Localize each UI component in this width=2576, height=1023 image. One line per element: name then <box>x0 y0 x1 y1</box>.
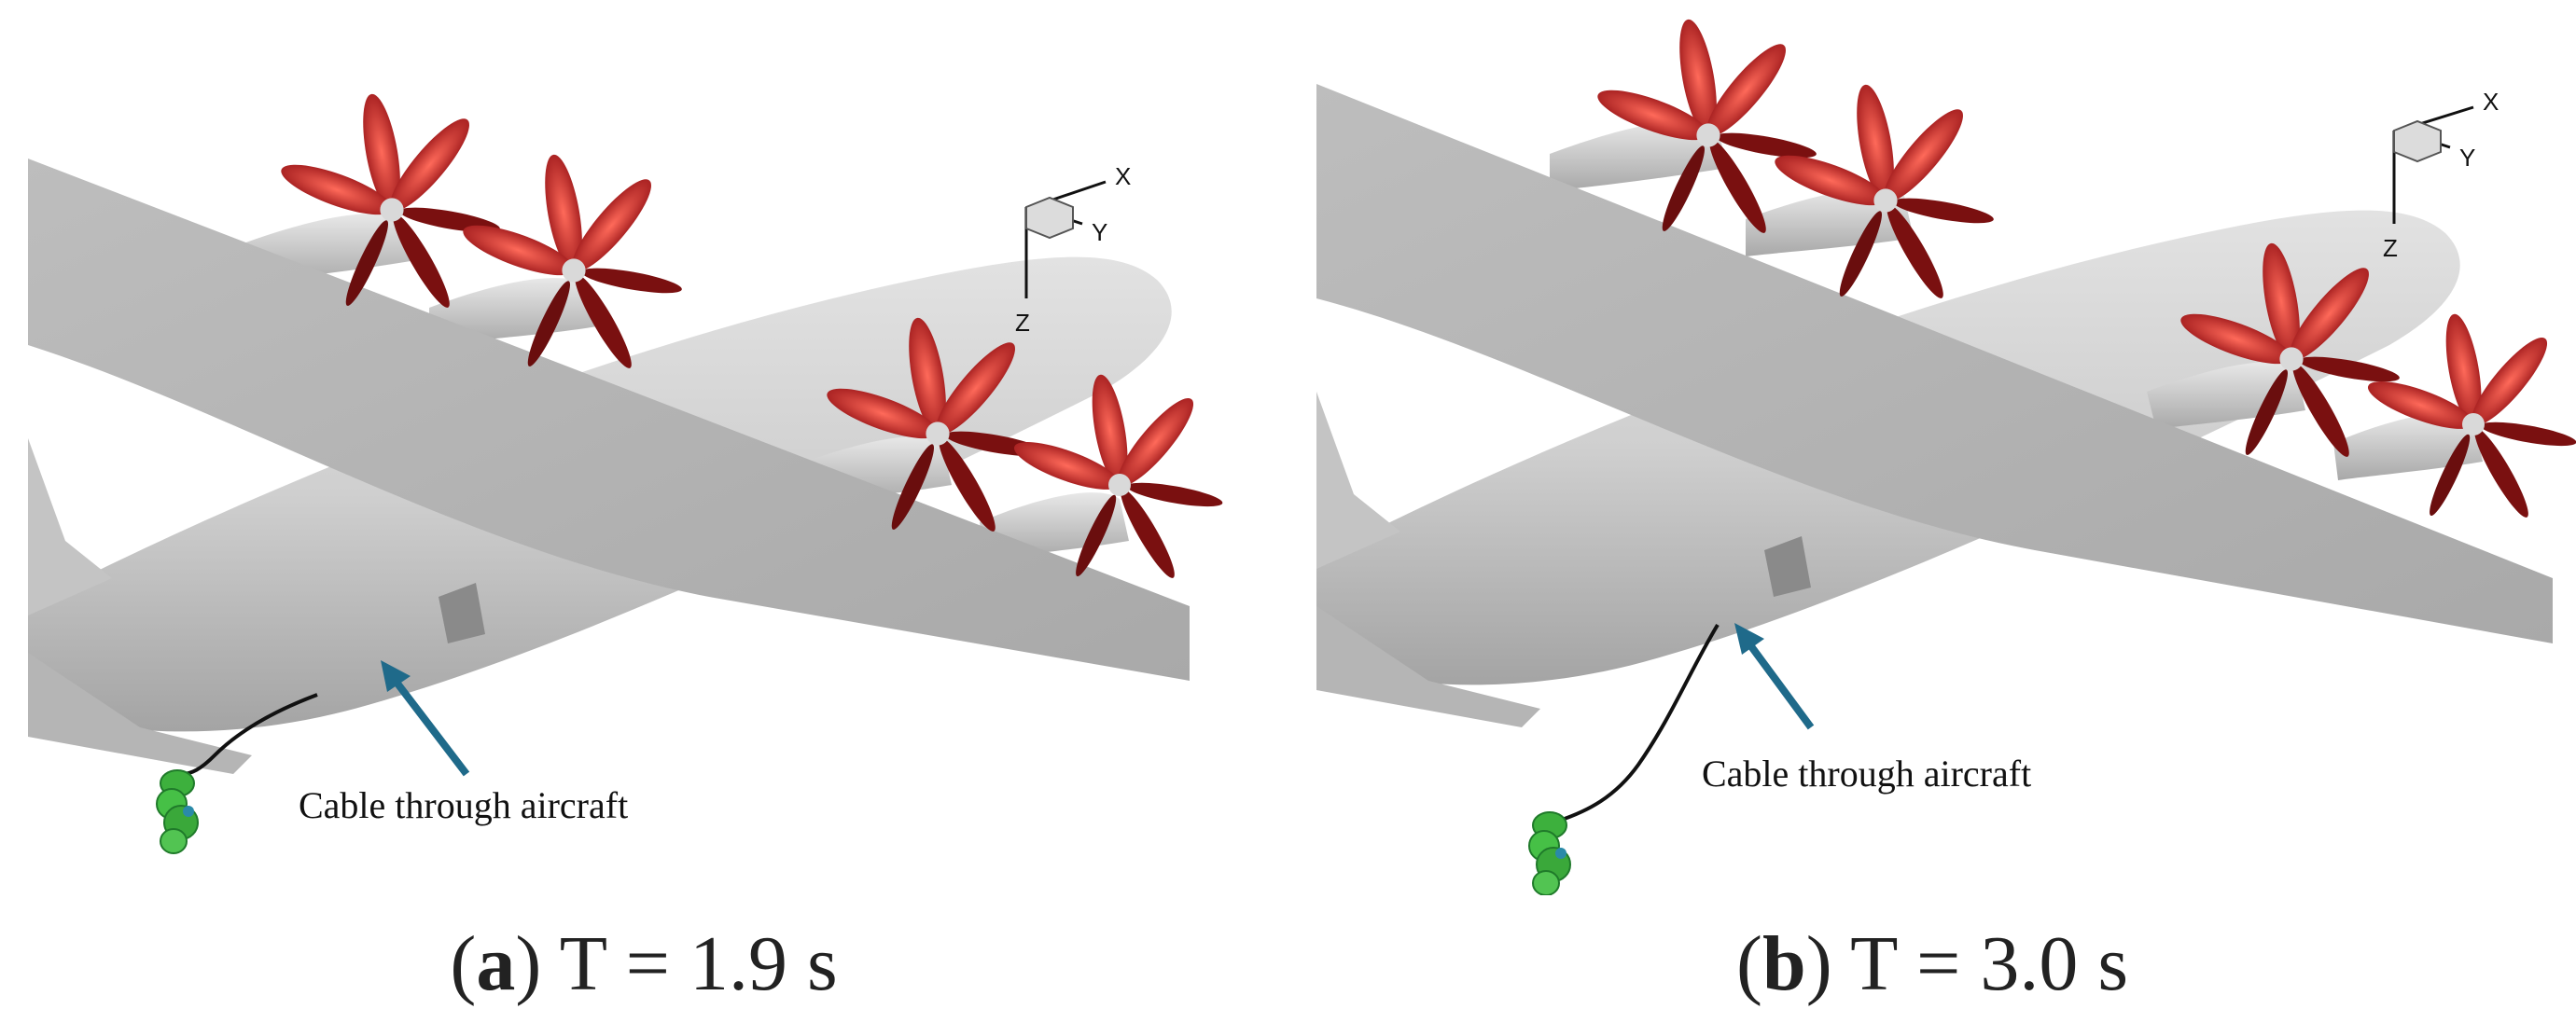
caption-b: (b) T = 3.0 s <box>1735 920 2129 1007</box>
payload <box>156 769 199 854</box>
cable-annotation: Cable through aircraft <box>299 784 629 826</box>
cable <box>181 693 318 776</box>
axis-z-label: Z <box>2383 234 2398 262</box>
annotation-arrowhead <box>381 660 411 692</box>
wing <box>1316 84 2553 643</box>
panel-b: X Y Z Cable through aircraft (b) T = 3.0… <box>1288 0 2576 1023</box>
axis-triad: X Y Z <box>2383 88 2499 262</box>
annotation-arrow <box>1742 636 1815 730</box>
caption-letter: a <box>476 920 516 1007</box>
tail-fin <box>28 438 112 615</box>
axis-x-label: X <box>1115 162 1131 190</box>
axis-triad: X Y Z <box>1015 162 1131 337</box>
cable <box>1558 623 1720 823</box>
propeller-2 <box>1769 81 1996 303</box>
aircraft-render-b: X Y Z <box>1316 16 2576 895</box>
axis-y-label: Y <box>2459 144 2475 172</box>
horizontal-stabilizer <box>1316 606 1540 727</box>
propeller-1 <box>1592 16 1818 238</box>
nacelle-4 <box>2333 413 2483 480</box>
axis-y-label: Y <box>1092 218 1107 246</box>
cargo-door <box>1764 536 1811 597</box>
caption-letter: b <box>1761 920 1806 1007</box>
annotation-arrowhead <box>1734 623 1764 655</box>
axis-x-label: X <box>2483 88 2499 116</box>
propeller-4 <box>2362 311 2576 522</box>
tail-fin <box>1316 392 1400 569</box>
cargo-door <box>439 583 485 643</box>
wing <box>28 159 1190 681</box>
axis-z-label: Z <box>1015 309 1030 337</box>
panel-a: X Y Z Cable through aircraft (a) T = 1.9… <box>28 90 1224 1007</box>
payload <box>1528 811 1571 895</box>
cable-annotation: Cable through aircraft <box>1702 753 2032 795</box>
caption-a: (a) T = 1.9 s <box>450 920 838 1007</box>
caption-time: T = 1.9 s <box>559 920 838 1007</box>
horizontal-stabilizer <box>28 653 252 774</box>
caption-time: T = 3.0 s <box>1850 920 2129 1007</box>
annotation-arrow <box>388 673 470 777</box>
aircraft-render-a: X Y Z <box>28 90 1224 854</box>
